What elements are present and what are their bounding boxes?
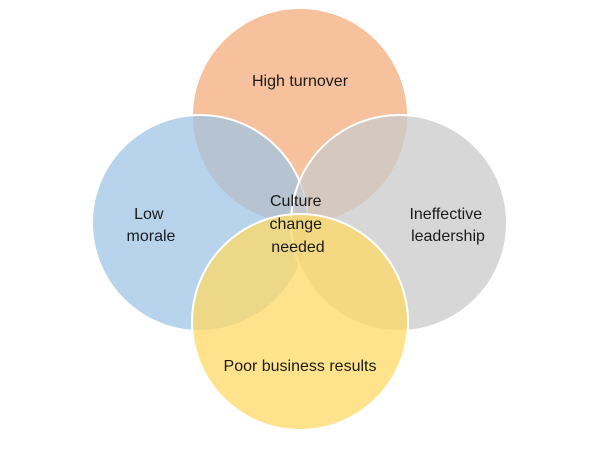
- label-culture-change-needed: Culture change needed: [270, 193, 327, 256]
- label-poor-business-results: Poor business results: [224, 358, 377, 375]
- label-low-morale: Low morale: [127, 206, 176, 245]
- label-ineffective-leadership: Ineffective leadership: [409, 206, 486, 245]
- label-high-turnover: High turnover: [252, 73, 349, 90]
- circle-poor-business-results: [191, 213, 409, 431]
